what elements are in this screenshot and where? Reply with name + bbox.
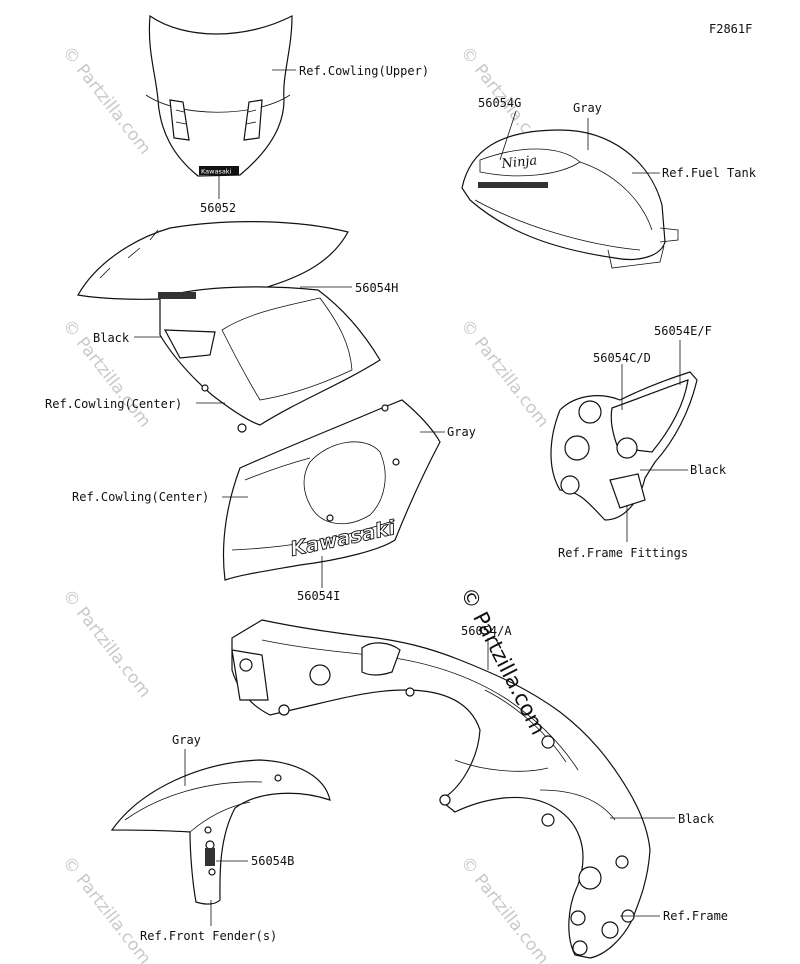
label-56054a: 56054/A (461, 624, 512, 638)
front-fender-drawing (110, 759, 331, 905)
watermark-faint-4: © Partzilla.com (456, 316, 553, 432)
frame-drawing (231, 619, 651, 959)
label-56052: 56052 (200, 201, 236, 215)
label-56054h: 56054H (355, 281, 398, 295)
fuel-tank-drawing: Ninja (461, 129, 679, 269)
label-ref-cowling-center-1: Ref.Cowling(Center) (45, 397, 182, 411)
label-ref-frame-fittings: Ref.Frame Fittings (558, 546, 688, 560)
label-black-frame: Black (678, 812, 715, 826)
label-gray-tank: Gray (573, 101, 602, 115)
label-ref-frame: Ref.Frame (663, 909, 728, 923)
label-56054i: 56054I (297, 589, 340, 603)
watermark-faint-6: © Partzilla.com (58, 853, 155, 964)
windshield-drawing: Kawasaki (145, 14, 293, 177)
label-56054b: 56054B (251, 854, 294, 868)
label-ref-cowling-center-2: Ref.Cowling(Center) (72, 490, 209, 504)
label-gray-cowling: Gray (447, 425, 476, 439)
label-56054ef: 56054E/F (654, 324, 712, 338)
label-56054cd: 56054C/D (593, 351, 651, 365)
tank-logo: Ninja (500, 153, 538, 172)
figure-code: F2861F (709, 22, 752, 36)
watermark-faint-1: © Partzilla.com (58, 43, 155, 159)
fairing-upper-drawing (77, 220, 381, 433)
windshield-logo: Kawasaki (201, 168, 232, 176)
label-ref-cowling-upper: Ref.Cowling(Upper) (299, 64, 429, 78)
label-black-cowling: Black (93, 331, 130, 345)
fairing-lower-drawing: Kawasaki (222, 399, 441, 581)
watermark-faint-7: © Partzilla.com (456, 853, 553, 964)
label-56054g: 56054G (478, 96, 521, 110)
label-ref-fuel-tank: Ref.Fuel Tank (662, 166, 757, 180)
watermark-faint-5: © Partzilla.com (58, 586, 155, 702)
frame-fittings-drawing (550, 371, 698, 521)
label-ref-front-fender: Ref.Front Fender(s) (140, 929, 277, 943)
label-black-fittings: Black (690, 463, 727, 477)
label-gray-fender: Gray (172, 733, 201, 747)
